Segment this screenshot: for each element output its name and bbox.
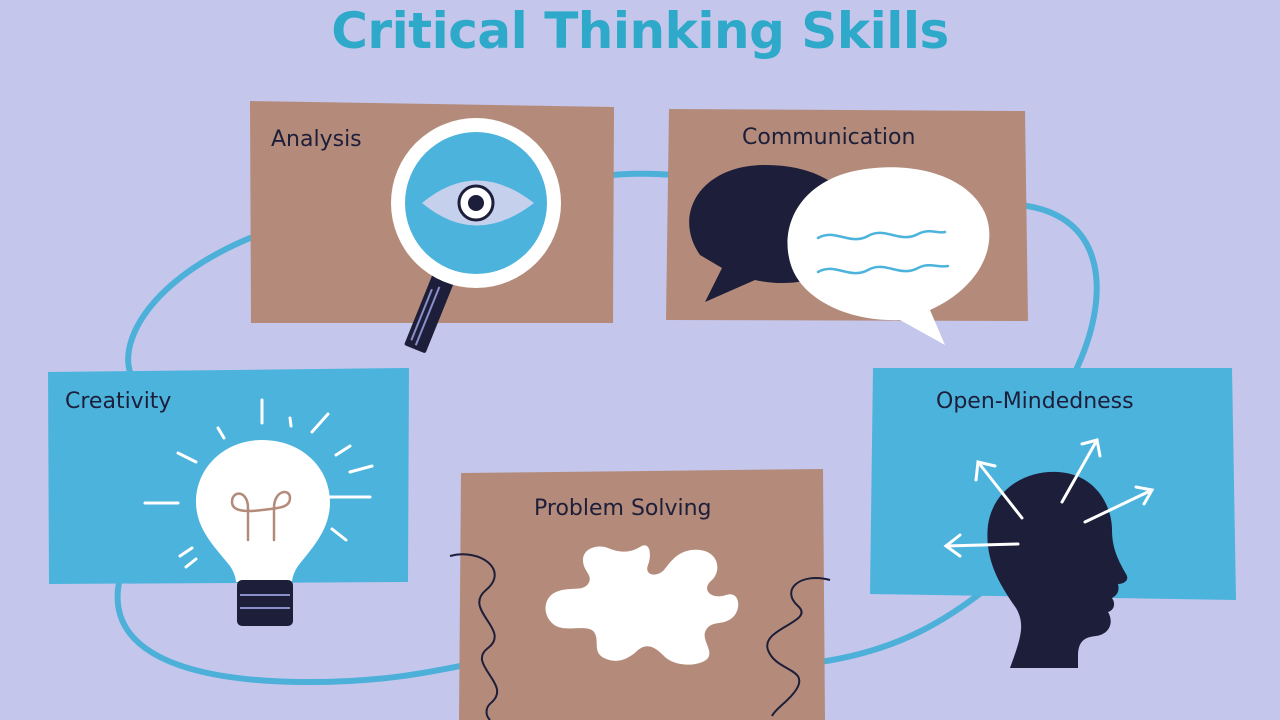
- node-label: Creativity: [65, 389, 172, 414]
- node-label: Communication: [742, 125, 916, 150]
- node-label: Problem Solving: [534, 496, 712, 521]
- magnifying-glass-eye-icon: [391, 118, 561, 353]
- node-label: Open-Mindedness: [936, 389, 1134, 414]
- diagram-title: Critical Thinking Skills: [331, 2, 949, 60]
- speech-bubbles-icon: [689, 165, 990, 345]
- node-label: Analysis: [271, 127, 362, 152]
- puzzle-piece-icon: [449, 545, 831, 720]
- head-arrows-icon: [943, 438, 1155, 668]
- light-bulb-icon: [143, 398, 374, 626]
